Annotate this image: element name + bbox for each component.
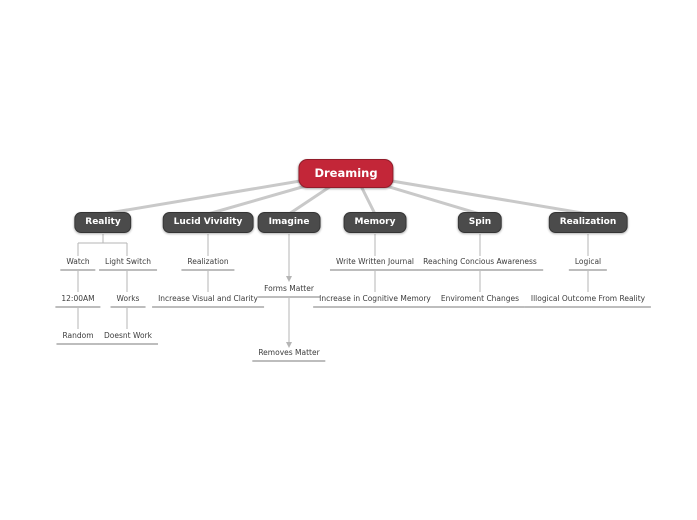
branch-line-root-memory bbox=[359, 184, 377, 216]
subtopic-random[interactable]: Random bbox=[56, 331, 100, 345]
subtopic-increase-cognitive-memory[interactable]: Increase in Cognitive Memory bbox=[313, 294, 437, 308]
node-reality[interactable]: Reality bbox=[74, 212, 132, 233]
branch-line-root-lucid-vividity bbox=[206, 181, 318, 216]
branch-line-root-realization bbox=[378, 177, 590, 216]
subtopic-write-written-journal[interactable]: Write Written Journal bbox=[329, 257, 421, 271]
node-spin[interactable]: Spin bbox=[457, 212, 503, 233]
subtopic-watch[interactable]: Watch bbox=[60, 257, 96, 271]
subtopic-works[interactable]: Works bbox=[110, 294, 146, 308]
subtopic-removes-matter[interactable]: Removes Matter bbox=[252, 348, 326, 362]
subtopic-logical[interactable]: Logical bbox=[568, 257, 608, 271]
node-realization[interactable]: Realization bbox=[548, 212, 628, 233]
subtopic-reaching-concious-awareness[interactable]: Reaching Concious Awareness bbox=[417, 257, 543, 271]
arrow-down-icon bbox=[286, 276, 292, 282]
branch-line-root-imagine bbox=[287, 184, 333, 216]
subtopic-realization-lucid[interactable]: Realization bbox=[181, 257, 235, 271]
node-dreaming[interactable]: Dreaming bbox=[298, 159, 394, 188]
subtopic-enviroment-changes[interactable]: Enviroment Changes bbox=[434, 294, 526, 308]
branch-line-root-reality bbox=[101, 177, 314, 216]
subtopic-light-switch[interactable]: Light Switch bbox=[99, 257, 157, 271]
node-lucid-vividity[interactable]: Lucid Vividity bbox=[162, 212, 254, 233]
subtopic-1200am[interactable]: 12:00AM bbox=[55, 294, 101, 308]
subtopic-illogical-outcome[interactable]: Illogical Outcome From Reality bbox=[524, 294, 652, 308]
subtopic-increase-visual-clarity[interactable]: Increase Visual and Clarity bbox=[152, 294, 264, 308]
node-imagine[interactable]: Imagine bbox=[257, 212, 321, 233]
subtopic-doesnt-work[interactable]: Doesnt Work bbox=[98, 331, 158, 345]
subtopic-forms-matter[interactable]: Forms Matter bbox=[258, 284, 320, 298]
node-memory[interactable]: Memory bbox=[343, 212, 407, 233]
branch-line-root-spin bbox=[374, 181, 482, 216]
arrow-down-icon bbox=[286, 342, 292, 348]
